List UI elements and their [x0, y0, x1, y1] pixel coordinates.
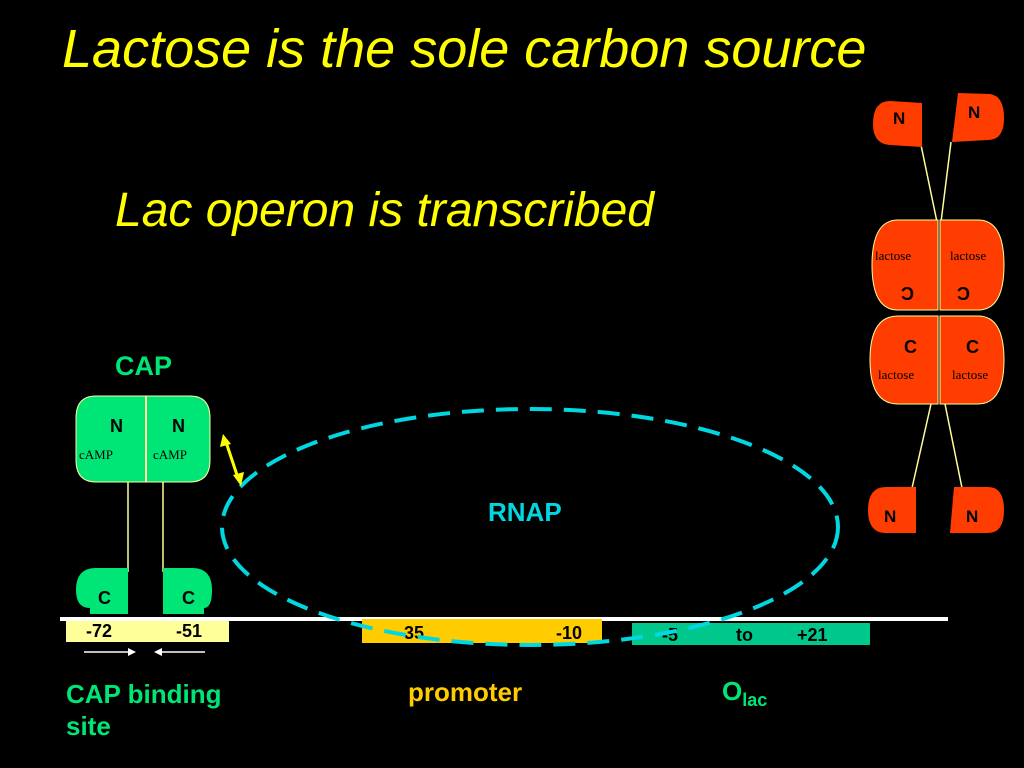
- cap-c-right-label: C: [182, 588, 195, 608]
- repressor-lactose-lower-right: lactose: [952, 367, 988, 382]
- repressor-n-top-left-label: N: [893, 109, 905, 128]
- repressor-n-bottom-right: [950, 487, 1004, 533]
- repressor-lactose-upper-right: lactose: [950, 248, 986, 263]
- cap-camp-right-label: cAMP: [153, 447, 187, 462]
- cap-site-start-label: -72: [86, 621, 112, 641]
- cap-binding-caption-line1: CAP binding: [66, 679, 222, 709]
- repressor-n-top-right-label: N: [968, 103, 980, 122]
- rnap-outline: [220, 407, 840, 647]
- repressor-n-bottom-left-label: N: [884, 507, 896, 526]
- repressor-c-lower-right: [939, 315, 1005, 405]
- cap-n-right-label: N: [172, 416, 185, 436]
- repressor-c-upper-left: [871, 219, 939, 311]
- operator-caption: Olac: [722, 676, 767, 711]
- repressor-c-lower-left: [869, 315, 939, 405]
- rnap-label: RNAP: [488, 497, 562, 527]
- repressor-c-lower-left-label: C: [904, 337, 917, 357]
- cap-camp-left-label: cAMP: [79, 447, 113, 462]
- cap-n-left-label: N: [110, 416, 123, 436]
- promoter-bar: [362, 619, 602, 643]
- repressor-lactose-lower-left: lactose: [878, 367, 914, 382]
- promoter-caption: promoter: [408, 677, 523, 707]
- repressor-c-lower-right-label: C: [966, 337, 979, 357]
- operator-caption-sub: lac: [742, 690, 768, 711]
- cap-n-domain-right: [145, 395, 211, 483]
- cap-c-domain-right: [163, 568, 212, 614]
- repressor-n-top-right: [952, 93, 1004, 142]
- operator-caption-main: O: [722, 676, 743, 706]
- repressor-n-bottom-left: [868, 487, 916, 533]
- repressor-n-bottom-right-label: N: [966, 507, 978, 526]
- repressor-c-upper-right: [939, 219, 1005, 311]
- cap-c-domain-left: [76, 568, 128, 614]
- repressor-c-upper-left-label: C: [901, 283, 914, 303]
- cap-site-arrowhead-left: [154, 648, 162, 656]
- cap-site-end-label: -51: [176, 621, 202, 641]
- repressor-c-upper-right-label: C: [957, 283, 970, 303]
- cap-n-domain-left: [75, 395, 147, 483]
- cap-c-left-label: C: [98, 588, 111, 608]
- operator-to-label: to: [736, 625, 753, 645]
- repressor-lactose-upper-left: lactose: [875, 248, 911, 263]
- cap-rnap-contact-arrow: [224, 441, 240, 479]
- repressor-n-top-left: [873, 101, 922, 147]
- slide-subtitle: Lac operon is transcribed: [115, 184, 654, 237]
- cap-site-arrowhead-right: [128, 648, 136, 656]
- operator-end-label: +21: [797, 625, 828, 645]
- promoter-start-label: -35: [398, 623, 424, 643]
- cap-label: CAP: [115, 351, 173, 381]
- cap-binding-caption-line2: site: [66, 711, 111, 741]
- cap-binding-site-caption: CAP binding site: [66, 678, 222, 742]
- promoter-end-label: -10: [556, 623, 582, 643]
- slide-title: Lactose is the sole carbon source: [62, 19, 867, 79]
- cap-binding-site-bar: [66, 621, 229, 642]
